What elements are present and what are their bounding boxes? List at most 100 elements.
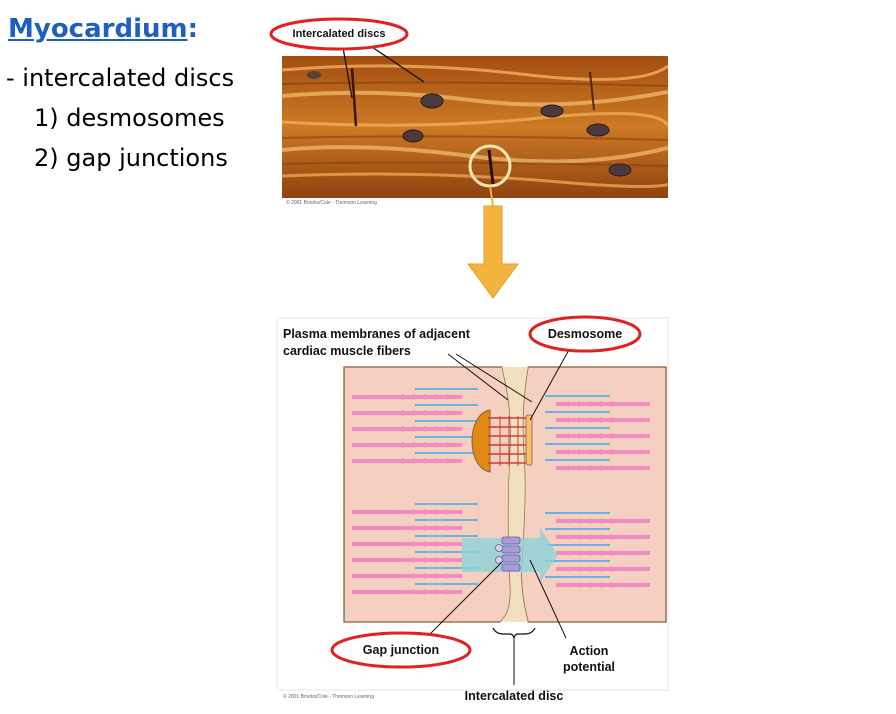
- label-plasma-membranes-line2: cardiac muscle fibers: [283, 344, 411, 358]
- thick-filament-left-chevron: [424, 573, 431, 579]
- zoom-arrow: [467, 185, 519, 299]
- callout-oval-intercalated-discs: [269, 17, 409, 51]
- thick-filament-right-chevron: [584, 449, 591, 455]
- thick-filament-right-chevron: [584, 417, 591, 423]
- thick-filament-left-chevron: [435, 394, 442, 400]
- thick-filament-left-chevron: [413, 458, 420, 464]
- thick-filament-left-chevron: [402, 394, 409, 400]
- callout-label-intercalated-discs: Intercalated discs: [293, 28, 386, 40]
- thick-filament-left-chevron: [435, 442, 442, 448]
- desmosome-plaque-right: [525, 414, 533, 466]
- slide-title: Myocardium:: [8, 14, 198, 44]
- callout-oval-desmosome: [528, 315, 642, 353]
- thick-filament-right-chevron: [584, 518, 591, 524]
- title-text: Myocardium: [8, 14, 188, 44]
- desmosome-structure: [471, 409, 533, 473]
- thick-filament-right-chevron: [595, 449, 602, 455]
- thick-filament-left-chevron: [424, 410, 431, 416]
- thick-filament-right-chevron: [606, 433, 613, 439]
- thick-filament-right-chevron: [562, 449, 569, 455]
- callout-oval-gap-junction: [330, 631, 472, 669]
- thick-filament-left-chevron: [402, 442, 409, 448]
- thick-filament-left-chevron: [413, 442, 420, 448]
- thick-filament-right-chevron: [573, 401, 580, 407]
- thick-filament-left-chevron: [413, 589, 420, 595]
- thick-filament-left-chevron: [446, 442, 453, 448]
- bullet-gap-junctions: 2) gap junctions: [34, 144, 228, 172]
- gap-junction-channel: [501, 554, 521, 563]
- thick-filament-left-chevron: [424, 442, 431, 448]
- thick-filament-right-chevron: [595, 433, 602, 439]
- gap-junction-channel: [501, 536, 521, 545]
- thick-filament-right-chevron: [573, 534, 580, 540]
- thick-filament-right-chevron: [573, 449, 580, 455]
- thick-filament-left-chevron: [446, 541, 453, 547]
- thick-filament-left-chevron: [413, 509, 420, 515]
- membranes-leader-2: [455, 353, 533, 403]
- membranes-leader-1: [447, 353, 509, 401]
- thick-filament-left-chevron: [435, 557, 442, 563]
- thick-filament-right-chevron: [584, 582, 591, 588]
- thick-filament-left-chevron: [446, 394, 453, 400]
- thick-filament-left-chevron: [402, 410, 409, 416]
- thick-filament-left-chevron: [435, 410, 442, 416]
- thick-filament-right-chevron: [595, 550, 602, 556]
- thick-filament-right-chevron: [562, 582, 569, 588]
- thick-filament-left-chevron: [402, 573, 409, 579]
- micrograph-texture: [282, 64, 668, 188]
- thick-filament-right-chevron: [573, 518, 580, 524]
- thick-filament-left-chevron: [435, 509, 442, 515]
- thick-filament-left-chevron: [413, 426, 420, 432]
- thick-filament-left-chevron: [424, 426, 431, 432]
- zoom-arrow-icon: [467, 205, 519, 299]
- thick-filament-right-chevron: [606, 417, 613, 423]
- thick-filament-left-chevron: [435, 458, 442, 464]
- thick-filament-left-chevron: [413, 525, 420, 531]
- label-gap-junction: Gap junction: [363, 643, 439, 657]
- bullet-intercalated-discs: - intercalated discs: [6, 64, 235, 92]
- thick-filament-left-chevron: [424, 458, 431, 464]
- callout-leader-1: [341, 41, 353, 99]
- thick-filament-right-chevron: [562, 465, 569, 471]
- thick-filament-right-chevron: [595, 582, 602, 588]
- gap-junction-channel: [501, 545, 521, 554]
- desmosome-links: [488, 416, 526, 466]
- thick-filament-right-chevron: [573, 582, 580, 588]
- zoom-arrow-line: [489, 185, 494, 207]
- thick-filament-left-chevron: [402, 509, 409, 515]
- thick-filament-right-chevron: [606, 518, 613, 524]
- thick-filament-left-chevron: [424, 525, 431, 531]
- thick-filament-left-chevron: [424, 557, 431, 563]
- thick-filament-left-chevron: [402, 557, 409, 563]
- thick-filament-left-chevron: [435, 525, 442, 531]
- thick-filament-right-chevron: [584, 433, 591, 439]
- thick-filament-left-chevron: [402, 541, 409, 547]
- gap-junction-leader: [429, 561, 503, 635]
- micrograph-credit: © 2001 Brooks/Cole - Thomson Learning: [286, 199, 377, 206]
- thick-filament-right-chevron: [584, 401, 591, 407]
- label-plasma-membranes-line1: Plasma membranes of adjacent: [283, 327, 471, 341]
- thick-filament-right-chevron: [606, 449, 613, 455]
- thick-filament-left-chevron: [413, 557, 420, 563]
- thick-filament-left-chevron: [413, 394, 420, 400]
- gap-junction-connexon: [495, 556, 503, 564]
- thick-filament-left-chevron: [402, 426, 409, 432]
- action-potential-leader: [529, 559, 567, 639]
- thick-filament-right-chevron: [606, 401, 613, 407]
- thick-filament-left-chevron: [413, 573, 420, 579]
- thick-filament-right-chevron: [562, 518, 569, 524]
- thick-filament-left-chevron: [446, 557, 453, 563]
- thick-filament-left-chevron: [413, 410, 420, 416]
- diagram-credit: © 2001 Brooks/Cole - Thomson Learning: [283, 693, 374, 700]
- thick-filament-left-chevron: [446, 509, 453, 515]
- desmosome-leader: [529, 347, 571, 421]
- label-intercalated-disc: Intercalated disc: [465, 689, 564, 703]
- thick-filament-left-chevron: [446, 410, 453, 416]
- thick-filament-left-chevron: [413, 541, 420, 547]
- thick-filament-left-chevron: [446, 589, 453, 595]
- thick-filament-left-chevron: [424, 509, 431, 515]
- thick-filament-right-chevron: [595, 534, 602, 540]
- thick-filament-right-chevron: [606, 550, 613, 556]
- thick-filament-left-chevron: [446, 525, 453, 531]
